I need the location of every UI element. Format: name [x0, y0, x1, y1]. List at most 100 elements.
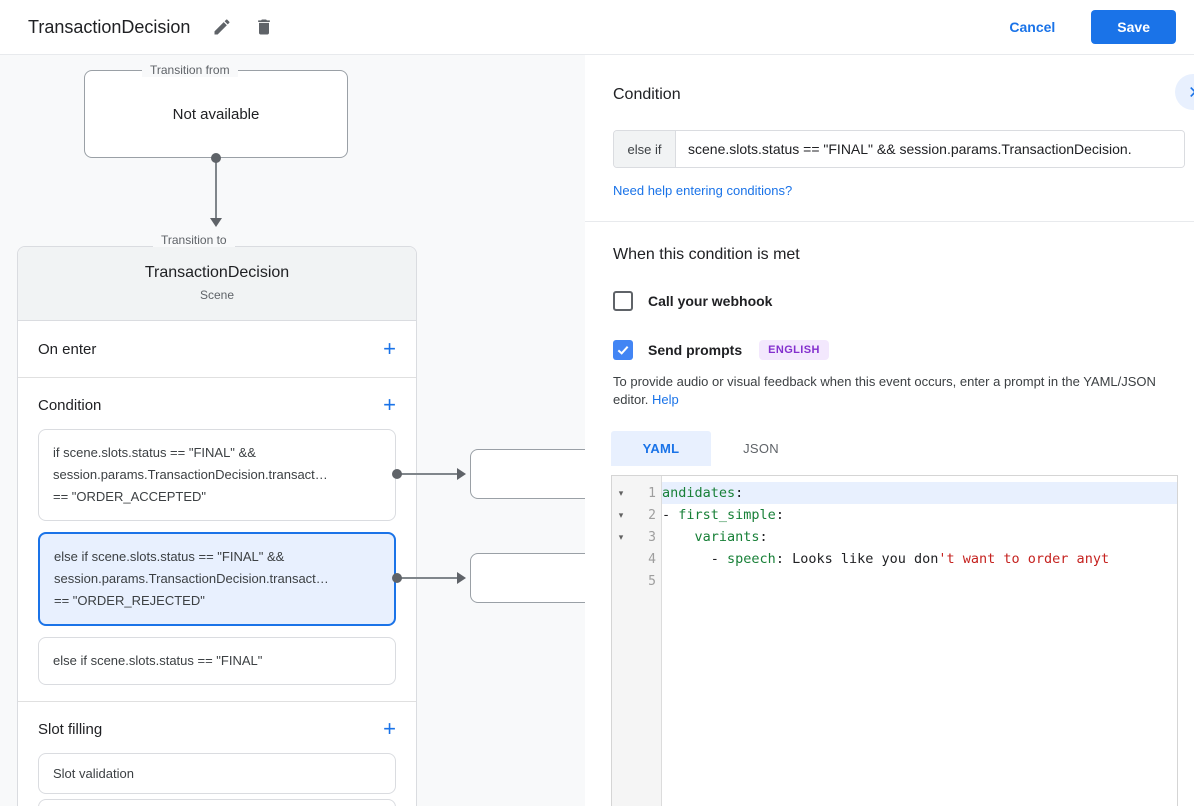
code-line[interactable] — [662, 570, 1177, 592]
line-number: 2 — [648, 507, 656, 523]
section-divider — [585, 221, 1194, 222]
cancel-button[interactable]: Cancel — [1009, 19, 1056, 35]
add-slot-button[interactable]: + — [383, 716, 396, 741]
connector-dot — [392, 469, 402, 479]
editor-tabs: YAML JSON — [611, 431, 1194, 466]
checkmark-icon — [617, 345, 629, 355]
transition-target-box[interactable] — [470, 553, 585, 603]
code-token: Looks like you don — [792, 551, 939, 567]
condition-expression-row: else if — [613, 130, 1185, 168]
condition-line: else if scene.slots.status == "FINAL" && — [54, 549, 285, 564]
condition-card-final[interactable]: else if scene.slots.status == "FINAL" — [38, 637, 396, 685]
transition-target-box[interactable] — [470, 449, 585, 499]
edit-pencil-icon[interactable] — [212, 17, 232, 37]
slot-filling-section: Slot filling + Slot validation — [18, 702, 416, 806]
send-prompts-row: Send prompts ENGLISH — [613, 340, 1194, 360]
add-on-enter-button[interactable]: + — [383, 336, 396, 361]
line-number: 3 — [648, 529, 656, 545]
condition-section: Condition + if scene.slots.status == "FI… — [18, 378, 416, 702]
condition-line: if scene.slots.status == "FINAL" && — [53, 445, 256, 460]
condition-card-accepted[interactable]: if scene.slots.status == "FINAL" && sess… — [38, 429, 396, 521]
condition-line: == "ORDER_REJECTED" — [54, 593, 205, 608]
save-button[interactable]: Save — [1091, 10, 1176, 44]
code-token: : — [775, 507, 784, 523]
connector-line — [215, 158, 217, 220]
send-prompts-checkbox[interactable] — [613, 340, 633, 360]
code-token: - — [662, 507, 679, 523]
condition-prefix-label: else if — [614, 131, 676, 167]
line-number: 1 — [648, 485, 656, 501]
condition-line: else if scene.slots.status == "FINAL" — [53, 653, 263, 668]
condition-editor-section: Condition else if Need help entering con… — [613, 55, 1194, 200]
code-line[interactable]: - first_simple: — [662, 504, 1177, 526]
collapse-panel-button[interactable] — [1175, 74, 1194, 110]
fold-arrow-icon[interactable]: ▾ — [618, 509, 624, 520]
delete-trash-icon[interactable] — [254, 17, 274, 37]
transition-from-legend: Transition from — [142, 63, 238, 77]
tab-json[interactable]: JSON — [743, 441, 779, 456]
page-title: TransactionDecision — [28, 16, 191, 37]
code-token: andidates — [662, 485, 736, 501]
prompt-description-text: To provide audio or visual feedback when… — [613, 374, 1156, 407]
prompt-description: To provide audio or visual feedback when… — [613, 373, 1173, 409]
scene-type-label: Scene — [199, 288, 235, 302]
code-token: first_simple — [678, 507, 776, 523]
condition-line: session.params.TransactionDecision.trans… — [54, 571, 329, 586]
transition-from-box[interactable]: Not available — [84, 70, 348, 158]
arrow-down-icon — [210, 218, 222, 227]
condition-panel-title: Condition — [613, 86, 681, 103]
code-token: - — [662, 551, 728, 567]
connector-dot — [211, 153, 221, 163]
condition-help-link[interactable]: Need help entering conditions? — [613, 183, 793, 198]
scene-card: TransactionDecision Scene On enter + Con… — [17, 246, 417, 806]
gutter-row: 5 — [612, 570, 661, 592]
partially-visible-card[interactable] — [38, 799, 396, 806]
gutter-row: ▾3 — [612, 526, 661, 548]
condition-expression-input[interactable] — [676, 131, 1184, 167]
connector-line — [397, 473, 458, 475]
code-token: speech — [727, 551, 776, 567]
add-condition-button[interactable]: + — [383, 392, 396, 417]
call-webhook-checkbox[interactable] — [613, 291, 633, 311]
on-enter-row[interactable]: On enter + — [18, 321, 416, 378]
webhook-row: Call your webhook — [613, 291, 1194, 311]
main-area: Transition from Not available Transition… — [0, 55, 1194, 806]
transition-to-legend: Transition to — [153, 233, 235, 247]
chevron-right-icon — [1190, 87, 1194, 97]
code-line[interactable]: andidates: — [662, 482, 1177, 504]
condition-card-rejected-selected[interactable]: else if scene.slots.status == "FINAL" &&… — [38, 532, 396, 626]
condition-section-label: Condition — [38, 396, 102, 414]
fold-arrow-icon[interactable]: ▾ — [618, 487, 624, 498]
code-token: : — [735, 485, 744, 501]
when-met-title: When this condition is met — [613, 246, 800, 263]
tab-yaml[interactable]: YAML — [611, 431, 711, 466]
scene-card-header[interactable]: TransactionDecision Scene — [18, 247, 416, 321]
help-link[interactable]: Help — [652, 392, 679, 407]
code-token: : — [759, 529, 768, 545]
call-webhook-label: Call your webhook — [648, 293, 773, 309]
gutter-row: 4 — [612, 548, 661, 570]
condition-line: == "ORDER_ACCEPTED" — [53, 489, 206, 504]
scene-name: TransactionDecision — [144, 264, 290, 281]
top-bar: TransactionDecision Cancel Save — [0, 0, 1194, 55]
condition-detail-panel: Condition else if Need help entering con… — [585, 55, 1194, 806]
slot-validation-card[interactable]: Slot validation — [38, 753, 396, 794]
flow-canvas: Transition from Not available Transition… — [0, 55, 585, 806]
arrow-right-icon — [457, 572, 466, 584]
code-token — [662, 529, 695, 545]
slot-card-label: Slot validation — [53, 766, 134, 781]
code-line[interactable]: - speech: Looks like you don't want to o… — [662, 548, 1177, 570]
code-line[interactable]: variants: — [662, 526, 1177, 548]
transition-from-value: Not available — [172, 105, 260, 123]
code-token: : — [775, 551, 793, 567]
slot-filling-label: Slot filling — [38, 720, 103, 738]
line-number: 4 — [648, 551, 656, 567]
code-token: variants — [694, 529, 760, 545]
fold-arrow-icon[interactable]: ▾ — [618, 531, 624, 542]
connector-dot — [392, 573, 402, 583]
editor-code[interactable]: andidates:- first_simple: variants: - sp… — [662, 476, 1177, 806]
code-token: 't want to order anyt — [938, 551, 1110, 567]
